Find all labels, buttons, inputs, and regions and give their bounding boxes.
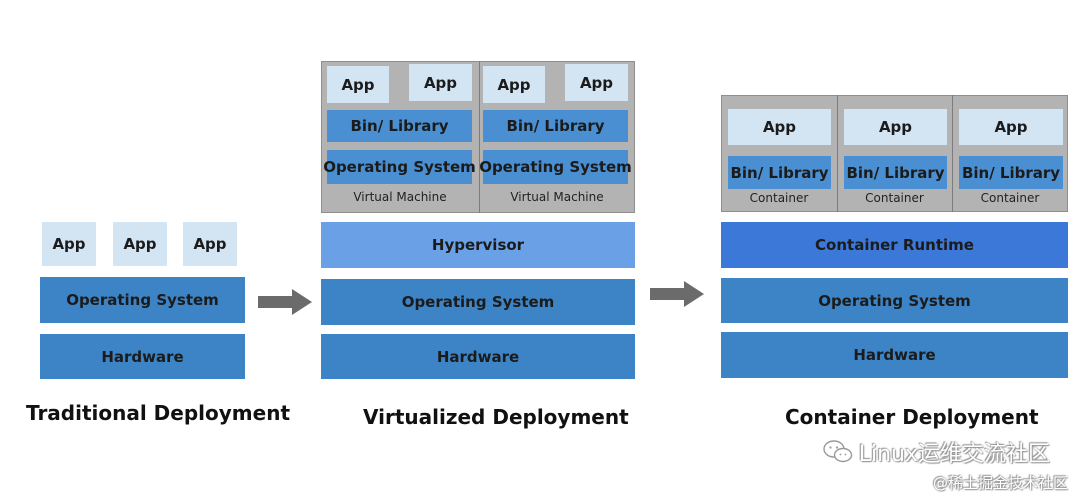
virtualized-operating-system: Operating System	[321, 279, 635, 325]
container3-caption: Container	[980, 191, 1040, 205]
container2-bin-library: Bin/ Library	[844, 156, 947, 189]
container2-app: App	[844, 109, 947, 145]
container3-bin-library: Bin/ Library	[959, 156, 1063, 189]
watermark-main: Linux运维交流社区	[823, 436, 1050, 468]
container-hardware: Hardware	[721, 332, 1068, 378]
container2-caption: Container	[865, 191, 924, 205]
container1-bin-library: Bin/ Library	[728, 156, 831, 189]
vm2-caption: Virtual Machine	[510, 190, 604, 204]
container1-app: App	[728, 109, 831, 145]
vm1-bin-library: Bin/ Library	[327, 110, 472, 142]
virtualized-hardware: Hardware	[321, 334, 635, 379]
vm1-app-1: App	[327, 66, 389, 103]
traditional-hardware: Hardware	[40, 334, 245, 379]
container-deployment-title: Container Deployment	[785, 405, 1039, 429]
traditional-deployment-title: Traditional Deployment	[26, 401, 291, 425]
right-arrow-icon	[650, 281, 704, 307]
container-divider-1	[837, 95, 838, 212]
vm2-bin-library: Bin/ Library	[483, 110, 628, 142]
container-operating-system: Operating System	[721, 278, 1068, 323]
vm1-operating-system: Operating System	[323, 150, 476, 184]
watermark-sub: @稀土掘金技术社区	[932, 474, 1068, 492]
vm-divider	[479, 61, 480, 213]
vm1-app-2: App	[409, 64, 472, 101]
vm2-app-2: App	[565, 64, 628, 101]
right-arrow-icon	[258, 289, 312, 315]
container1-caption: Container	[749, 191, 809, 205]
traditional-app-3: App	[183, 222, 237, 266]
watermark-main-text: Linux运维交流社区	[858, 442, 1050, 467]
vm2-app-1: App	[483, 66, 545, 103]
vm2-operating-system: Operating System	[479, 150, 632, 184]
container3-app: App	[959, 109, 1063, 145]
traditional-app-2: App	[113, 222, 167, 266]
hypervisor: Hypervisor	[321, 222, 635, 268]
traditional-operating-system: Operating System	[40, 277, 245, 323]
container-runtime: Container Runtime	[721, 222, 1068, 268]
container-divider-2	[952, 95, 953, 212]
vm1-caption: Virtual Machine	[353, 190, 447, 204]
traditional-app-1: App	[42, 222, 96, 266]
wechat-icon	[823, 440, 852, 463]
virtualized-deployment-title: Virtualized Deployment	[363, 405, 629, 429]
